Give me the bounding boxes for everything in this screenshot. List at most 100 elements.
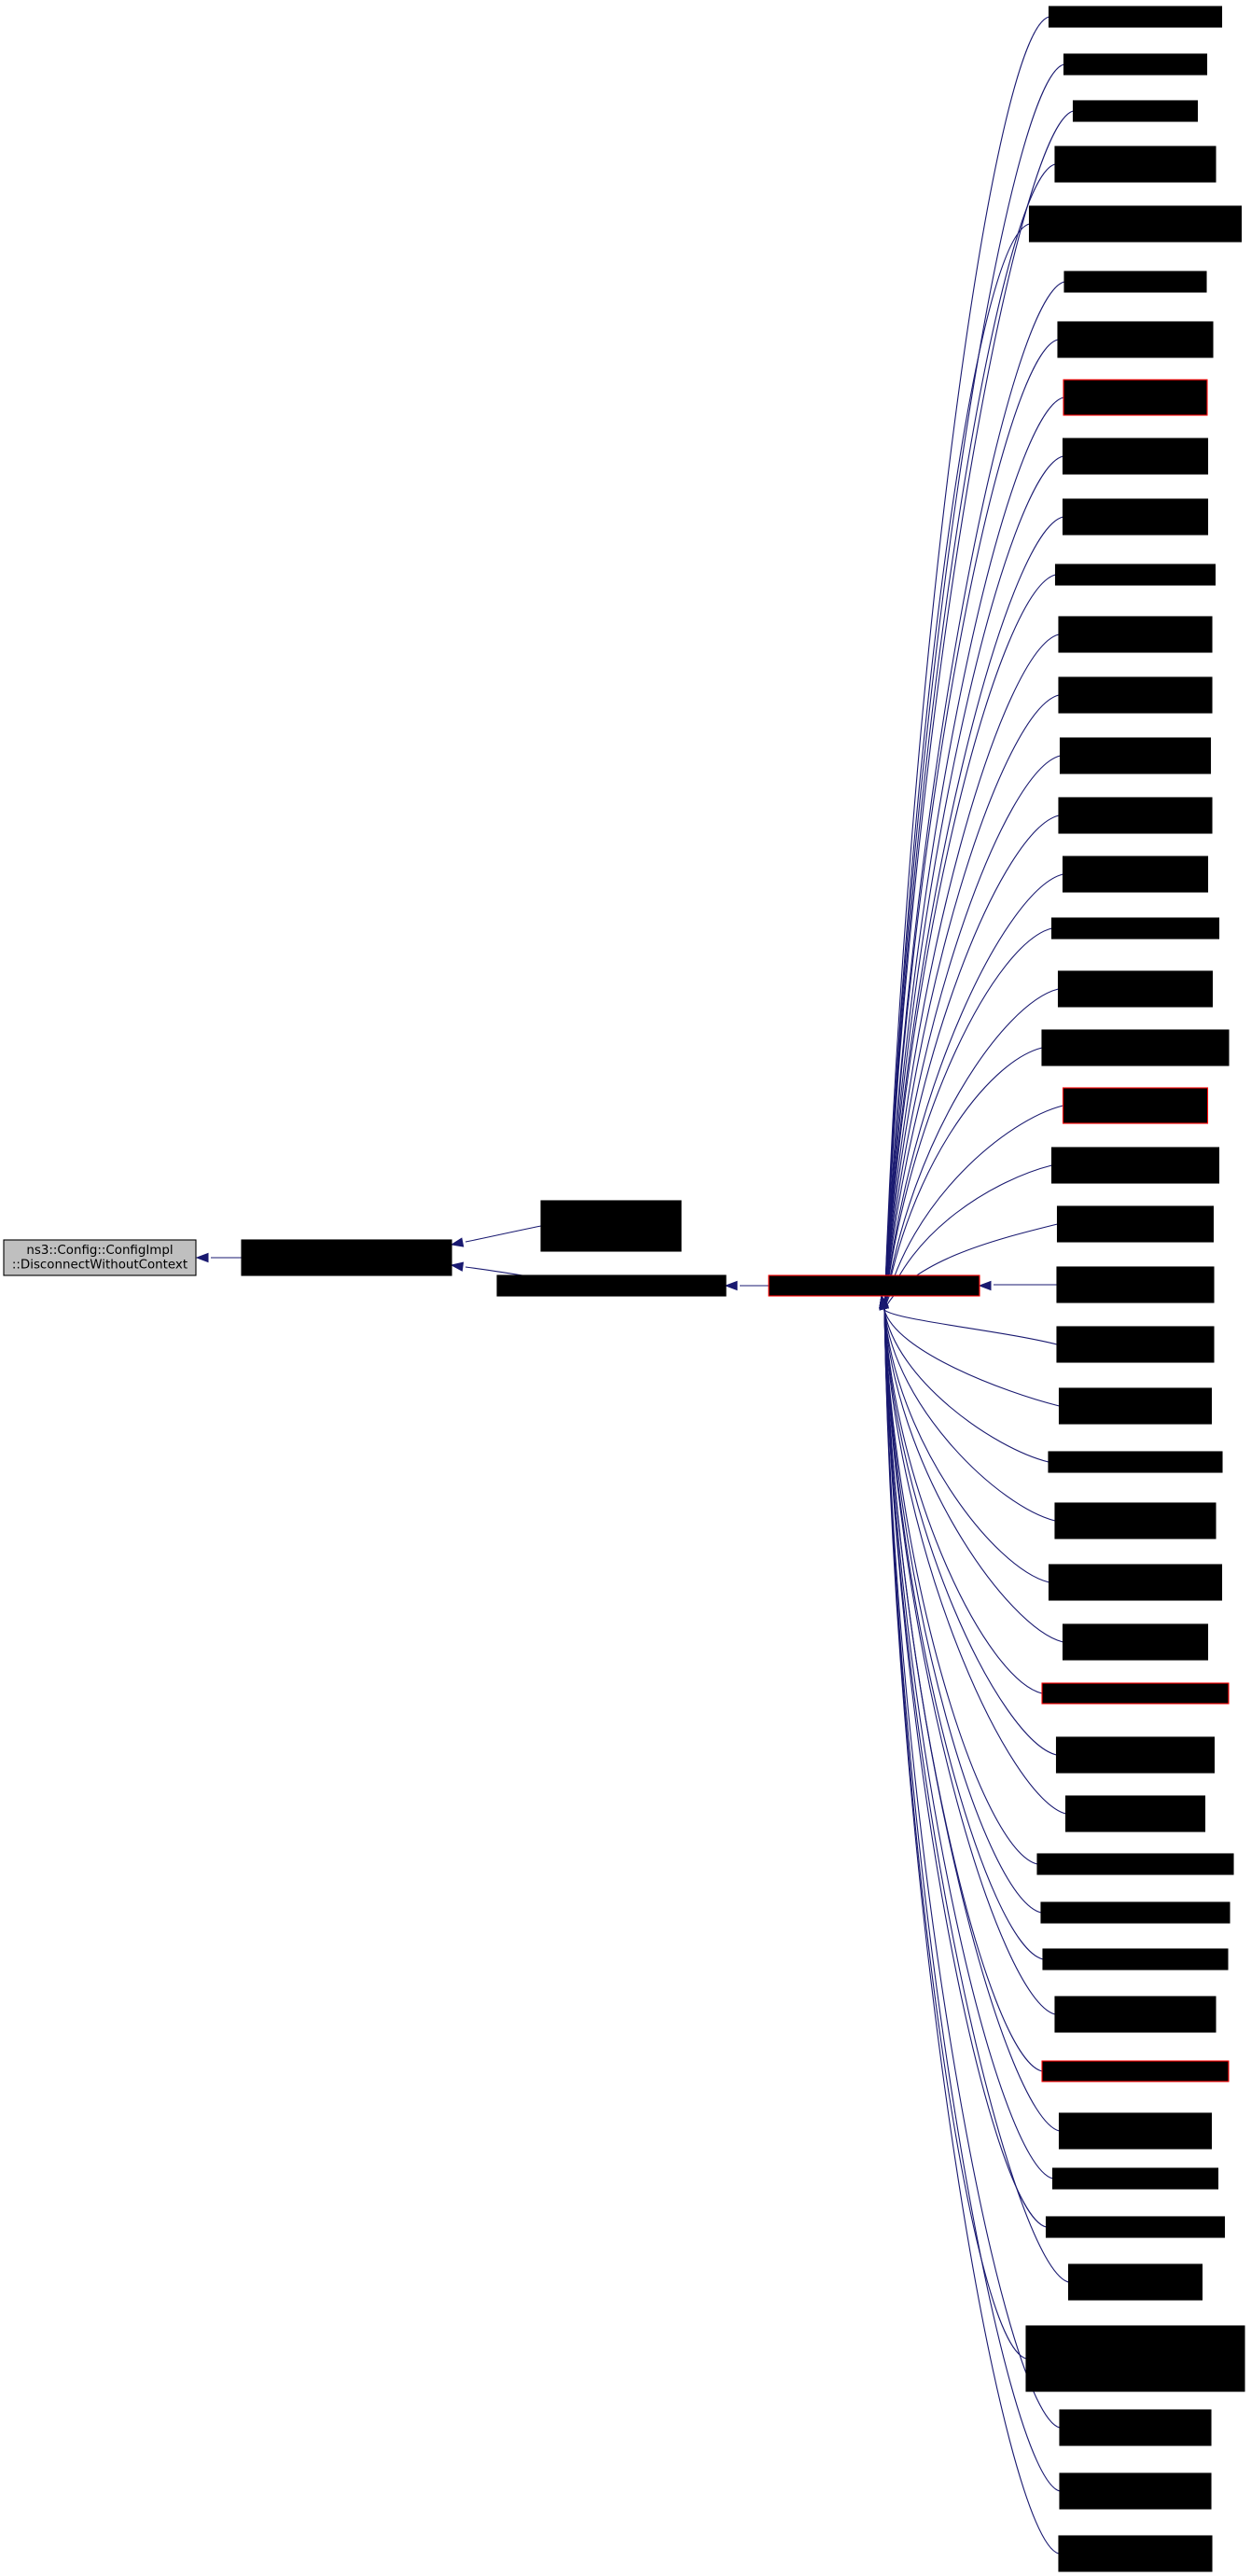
node-caller-17[interactable]: ns3::ParfWifiManager::GetTypeId — [1057, 970, 1214, 1008]
node-caller-21[interactable]: ns3::AmrrWifiManager::GetTypeId — [1056, 1205, 1215, 1243]
node-caller-22-label-line: ns3::CaraWifiManager — [1066, 1271, 1205, 1285]
node-caller-44-label-line: ns3::SpectrumWifiPhy — [1066, 2540, 1204, 2554]
node-caller-19[interactable]: ns3::UdpEchoServer::GetTypeId — [1062, 1087, 1209, 1124]
node-caller-27-label-line: ::GetTypeId — [1100, 1583, 1171, 1597]
node-caller-26[interactable]: ns3::AparfWifiManager::GetTypeId — [1054, 1502, 1216, 1539]
node-caller-31[interactable]: ns3::BooleanProbe::GetTypeId — [1064, 1795, 1206, 1832]
node-caller-39[interactable]: ns3::EpcUeNas::GetTypeId — [1045, 2216, 1226, 2238]
edge-caller-13-to-make — [883, 755, 1061, 1311]
node-caller-8[interactable]: ns3::MobilityModel::GetTypeId — [1062, 438, 1209, 475]
node-caller-18-box — [1041, 1029, 1230, 1066]
node-traced-callback-disconnect-box — [540, 1200, 682, 1252]
node-caller-26-box — [1054, 1502, 1216, 1539]
node-caller-37[interactable]: ns3::ArfWifiManager::GetTypeId — [1058, 2112, 1213, 2150]
node-caller-16[interactable]: ns3::LtePdcp::GetTypeId — [1050, 917, 1220, 940]
node-caller-28[interactable]: ns3::RvBatteryModel::GetTypeId — [1062, 1623, 1209, 1661]
node-caller-2[interactable]: Sender::GetTypeId — [1072, 100, 1199, 122]
node-caller-22[interactable]: ns3::CaraWifiManager::GetTypeId — [1056, 1266, 1215, 1303]
node-caller-43[interactable]: ns3::Ipv6PacketProbe::GetTypeId — [1059, 2472, 1212, 2510]
edge-caller-17-to-make-path — [883, 988, 1059, 1311]
node-caller-9[interactable]: ns3::TcpSocketState::GetTypeId — [1062, 498, 1209, 536]
node-caller-13[interactable]: ns3::Uinteger16Probe::GetTypeId — [1059, 737, 1212, 774]
node-caller-35-label-line: ns3::TimeSeriesAdaptor — [1061, 2000, 1211, 2014]
node-caller-33-label-line: ns3::PacketProbe::GetTypeId — [1047, 1906, 1225, 1920]
node-caller-24[interactable]: ns3::RegularWifiMac::GetTypeId — [1058, 1387, 1213, 1425]
node-caller-10[interactable]: ns3::V4Ping::GetTypeId — [1054, 564, 1216, 586]
edge-caller-19-to-make — [883, 1105, 1063, 1311]
node-caller-4[interactable]: ns3::SimpleDeviceEnergyModel::GetTypeId — [1028, 205, 1243, 243]
node-caller-18-label-line: ::GetTypeId — [1100, 1049, 1171, 1063]
edge-caller-21-to-make-path — [883, 1223, 1058, 1311]
node-configimpl-disconnect-without-context-box — [3, 1239, 197, 1276]
node-caller-40-box — [1067, 2263, 1203, 2301]
node-caller-30[interactable]: ns3::OnoeWifiManager::GetTypeId — [1055, 1736, 1216, 1774]
node-caller-3-box — [1054, 146, 1216, 183]
node-caller-25[interactable]: ns3::TcpHybla::GetTypeId — [1048, 1451, 1223, 1473]
edge-caller-21-to-make — [883, 1223, 1058, 1311]
edge-caller-44-to-make-arrowhead — [879, 1296, 889, 1311]
node-caller-5[interactable]: Emitter::GetTypeId — [1063, 271, 1207, 293]
edge-caller-25-to-make — [883, 1309, 1049, 1463]
edge-disconnect-to-root-arrowhead — [195, 1252, 209, 1263]
edge-caller-34-to-make-path — [883, 1309, 1044, 1960]
node-caller-41[interactable]: anonymous_namespace{sequence-number-test… — [1025, 2325, 1245, 2392]
edge-caller-38-to-make-path — [883, 1309, 1053, 2179]
node-caller-13-label-line: ns3::Uinteger16Probe — [1067, 742, 1203, 756]
edge-caller-23-to-make-path — [883, 1309, 1058, 1345]
node-caller-32[interactable]: ns3::DoubleProbe::GetTypeId — [1036, 1853, 1234, 1875]
edge-caller-3-to-make — [883, 163, 1056, 1311]
node-caller-37-box — [1058, 2112, 1213, 2150]
edge-caller-9-to-make-path — [883, 516, 1063, 1311]
node-caller-14[interactable]: ns3::Uinteger32Probe::GetTypeId — [1058, 797, 1213, 834]
node-caller-6[interactable]: ns3::WimaxMacQueue::GetTypeId — [1057, 321, 1214, 358]
node-caller-20[interactable]: ns3::AarfcdWifiManager::GetTypeId — [1050, 1147, 1220, 1184]
node-caller-36[interactable]: ns3::UdpServer::GetTypeId — [1041, 2060, 1230, 2082]
node-caller-8-label-line: ::GetTypeId — [1100, 457, 1171, 471]
node-caller-30-label-line: ::GetTypeId — [1100, 1756, 1171, 1770]
node-caller-17-box — [1057, 970, 1214, 1008]
node-caller-42[interactable]: ns3::Ipv4PacketProbe::GetTypeId — [1059, 2409, 1212, 2446]
node-do-make-trace-source-accessor[interactable]: ns3::DoMakeTraceSourceAccessor — [496, 1274, 727, 1297]
node-caller-33[interactable]: ns3::PacketProbe::GetTypeId — [1040, 1901, 1230, 1924]
node-make-trace-source-accessor-label-line: ns3::MakeTraceSourceAccessor — [776, 1279, 972, 1293]
node-caller-2-label-line: Sender::GetTypeId — [1077, 104, 1192, 118]
node-caller-30-box — [1055, 1736, 1216, 1774]
node-caller-21-label-line: ::GetTypeId — [1100, 1225, 1171, 1239]
node-caller-40[interactable]: ns3::TbfQueueDisc::GetTypeId — [1067, 2263, 1203, 2301]
node-traced-callback-disconnect[interactable]: ns3::TracedCallback< uint32_t, uint32_t>… — [540, 1200, 682, 1252]
node-caller-38[interactable]: ns3::WifiMac::GetTypeId — [1051, 2167, 1219, 2190]
node-caller-34[interactable]: ns3::TimeProbe::GetTypeId — [1042, 1948, 1229, 1970]
node-caller-29[interactable]: ns3::DhcpClient::GetTypeId — [1041, 1682, 1230, 1705]
node-caller-32-box — [1036, 1853, 1234, 1875]
node-caller-1[interactable]: MyObject::GetTypeId — [1063, 53, 1208, 76]
node-caller-3[interactable]: ns3::BasicEnergySource::GetTypeId — [1054, 146, 1216, 183]
edge-caller-16-to-make — [883, 927, 1052, 1311]
node-caller-21-box — [1056, 1205, 1215, 1243]
edge-caller-24-to-make — [883, 1309, 1060, 1407]
edge-caller-6-to-make — [883, 339, 1059, 1311]
node-caller-18[interactable]: ns3::BasicEnergyHarvester::GetTypeId — [1041, 1029, 1230, 1066]
node-caller-33-box — [1040, 1901, 1230, 1924]
node-do-make-trace-source-accessor-box — [496, 1274, 727, 1297]
edge-caller-5-to-make-path — [883, 281, 1065, 1311]
edge-caller-43-to-make-path — [883, 1309, 1061, 2492]
node-caller-41-box — [1025, 2325, 1245, 2392]
node-configimpl-disconnect-without-context[interactable]: ns3::Config::ConfigImpl::DisconnectWitho… — [3, 1239, 197, 1276]
node-caller-7[interactable]: ns3::UdpEchoClient::GetTypeId — [1063, 379, 1208, 416]
edge-caller-13-to-make-path — [883, 755, 1061, 1311]
node-config-disconnect-without-context[interactable]: ns3::Config::DisconnectWithoutContext — [241, 1239, 452, 1276]
node-caller-35-box — [1054, 1996, 1216, 2033]
node-make-trace-source-accessor[interactable]: ns3::MakeTraceSourceAccessor — [768, 1274, 980, 1297]
node-caller-27[interactable]: ns3::PacketSocketServer::GetTypeId — [1048, 1564, 1223, 1601]
node-caller-15[interactable]: ns3::Uinteger8Probe::GetTypeId — [1062, 856, 1209, 893]
node-caller-11[interactable]: ns3::ObssPdAlgorithm::GetTypeId — [1058, 616, 1213, 653]
node-caller-10-label-line: ns3::V4Ping::GetTypeId — [1063, 568, 1207, 582]
node-caller-12[interactable]: ns3::AarfWifiManager::GetTypeId — [1058, 676, 1213, 714]
node-caller-23[interactable]: ns3::IdealWifiManager::GetTypeId — [1056, 1326, 1215, 1363]
node-configimpl-disconnect-without-context-label-line: ::DisconnectWithoutContext — [12, 1259, 188, 1273]
node-caller-0[interactable]: SampleEmitter::GetTypeId — [1048, 6, 1223, 28]
edge-caller-31-to-make — [883, 1309, 1066, 1815]
node-caller-44[interactable]: ns3::SpectrumWifiPhy::GetTypeId — [1058, 2535, 1213, 2572]
node-caller-35[interactable]: ns3::TimeSeriesAdaptor::GetTypeId — [1054, 1996, 1216, 2033]
